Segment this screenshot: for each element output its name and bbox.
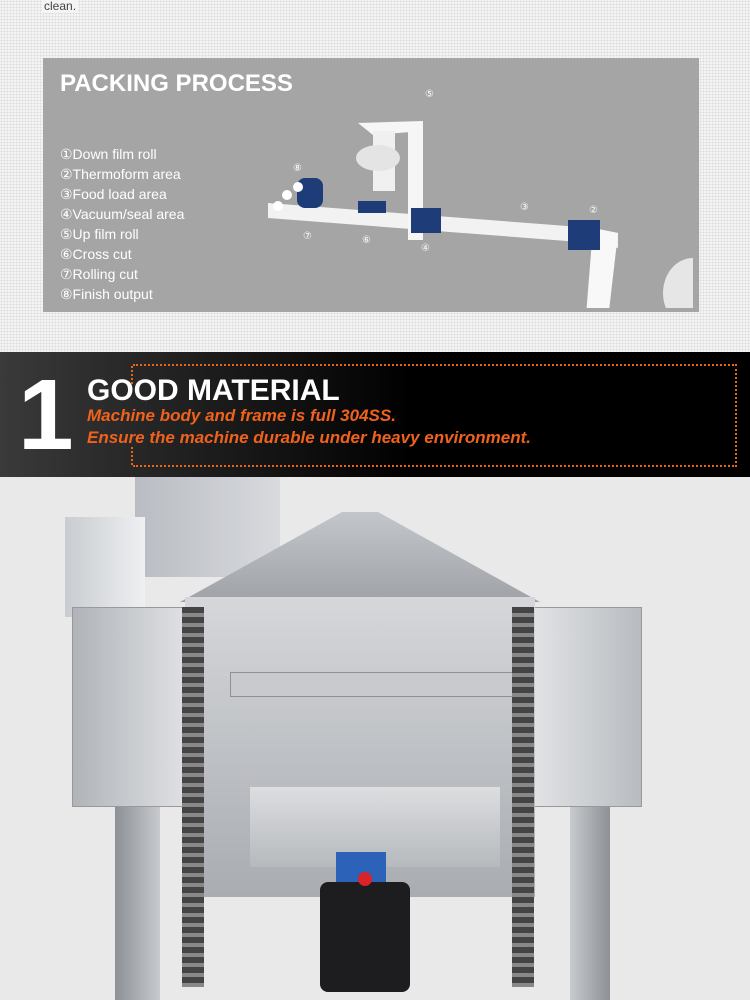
process-step: ⑦Rolling cut xyxy=(60,266,138,282)
process-step-list: ①Down film roll ②Thermoform area ③Food l… xyxy=(60,144,184,304)
marker-7: ⑦ xyxy=(303,231,312,242)
packing-process-title: PACKING PROCESS xyxy=(60,70,293,97)
process-step: ①Down film roll xyxy=(60,146,157,162)
machine-photo xyxy=(0,477,750,1000)
marker-6: ⑥ xyxy=(362,235,371,246)
feature-line-1: Machine body and frame is full 304SS. xyxy=(87,406,396,425)
marker-2: ② xyxy=(589,205,598,216)
process-step: ⑤Up film roll xyxy=(60,226,139,242)
packing-process-diagram: ① ② ③ ④ ⑤ ⑥ ⑦ ⑧ xyxy=(268,89,693,308)
process-step: ②Thermoform area xyxy=(60,166,181,182)
feature-line-2: Ensure the machine durable under heavy e… xyxy=(87,428,532,447)
dotted-frame xyxy=(131,364,737,467)
feature-title: GOOD MATERIAL xyxy=(87,374,340,407)
process-step: ④Vacuum/seal area xyxy=(60,206,185,222)
feature-number: 1 xyxy=(18,359,74,471)
marker-8: ⑧ xyxy=(293,163,302,174)
packing-process-panel: PACKING PROCESS ①Down film roll ②Thermof… xyxy=(43,58,699,312)
marker-3: ③ xyxy=(520,202,529,213)
process-step: ⑥Cross cut xyxy=(60,246,132,262)
intro-text-tail: clean. xyxy=(42,0,79,13)
process-step: ③Food load area xyxy=(60,186,167,202)
process-step: ⑧Finish output xyxy=(60,286,153,302)
feature-banner: 1 GOOD MATERIAL Machine body and frame i… xyxy=(0,352,750,477)
marker-5: ⑤ xyxy=(425,89,434,100)
marker-4: ④ xyxy=(421,243,430,254)
